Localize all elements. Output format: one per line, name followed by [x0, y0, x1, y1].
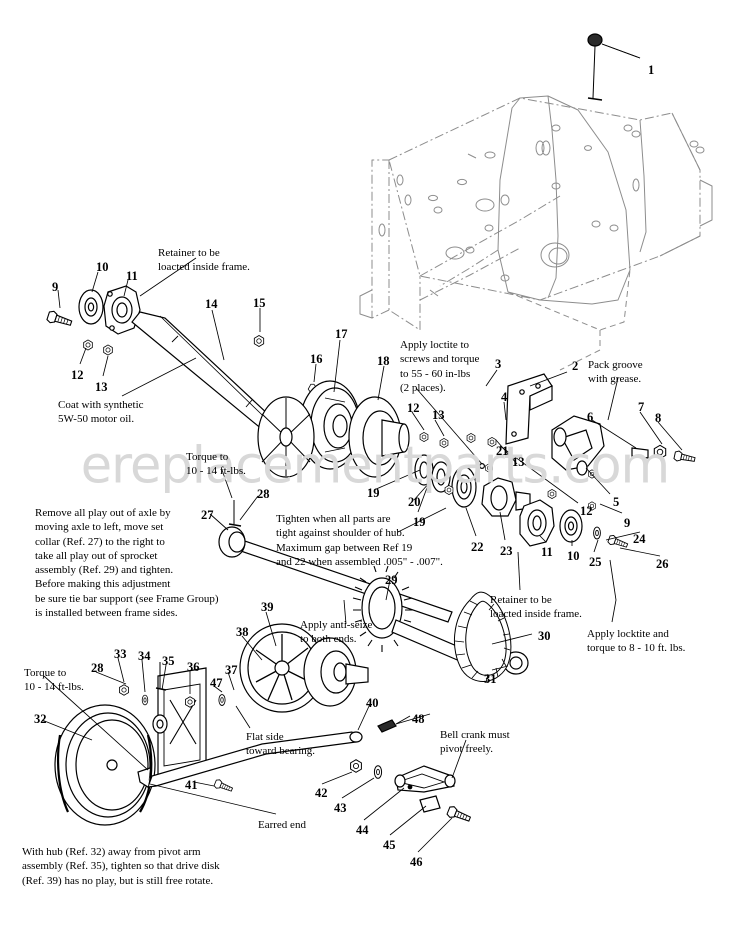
ref-number-25: 25 [589, 555, 602, 569]
ref-number-18: 18 [377, 354, 390, 368]
ref-number-41: 41 [185, 778, 198, 792]
loctite-screws-note: Apply loctite to screws and torque to 55… [400, 339, 480, 394]
ref-number-43: 43 [334, 801, 347, 815]
ref-number-13: 13 [512, 455, 525, 469]
ref-number-8: 8 [655, 411, 662, 425]
ref-number-14: 14 [205, 297, 218, 311]
ref-number-7: 7 [638, 400, 645, 414]
ref-number-1: 1 [648, 63, 655, 77]
ref-number-17: 17 [335, 327, 348, 341]
ref-number-19: 19 [413, 515, 426, 529]
bell-crank-note: Bell crank must pivot freely. [440, 729, 510, 756]
ref-number-27: 27 [201, 508, 214, 522]
retainer-note-lower: Retainer to be loacted inside frame. [490, 594, 582, 621]
ref-number-19: 19 [367, 486, 380, 500]
torque-10-14-note-upper: Torque to 10 - 14 ft-lbs. [186, 451, 246, 478]
ref-number-40: 40 [366, 696, 379, 710]
motor-oil-note: Coat with synthetic 5W-50 motor oil. [58, 399, 144, 426]
ref-number-9: 9 [52, 280, 59, 294]
ref-number-12: 12 [71, 368, 84, 382]
ref-number-46: 46 [410, 855, 423, 869]
ref-number-31: 31 [484, 672, 497, 686]
ref-number-28: 28 [257, 487, 270, 501]
ref-number-22: 22 [471, 540, 484, 554]
ref-number-9: 9 [624, 516, 631, 530]
torque-10-14-note-lower: Torque to 10 - 14 ft-lbs. [24, 667, 84, 694]
ref-number-45: 45 [383, 838, 396, 852]
ref-number-2: 2 [572, 359, 579, 373]
ref-number-5: 5 [613, 495, 620, 509]
ref-number-6: 6 [587, 410, 594, 424]
ref-number-11: 11 [541, 545, 553, 559]
ref-number-3: 3 [495, 357, 502, 371]
ref-number-4: 4 [501, 390, 508, 404]
ref-number-12: 12 [580, 504, 593, 518]
ref-number-26: 26 [656, 557, 669, 571]
ref-number-10: 10 [567, 549, 580, 563]
ref-number-29: 29 [385, 573, 398, 587]
ref-number-34: 34 [138, 649, 151, 663]
ref-number-36: 36 [187, 660, 200, 674]
ref-number-37: 37 [225, 663, 238, 677]
locktite-torque-note: Apply locktite and torque to 8 - 10 ft. … [587, 628, 686, 655]
ref-number-39: 39 [261, 600, 274, 614]
ref-number-13: 13 [432, 408, 445, 422]
ref-number-30: 30 [538, 629, 551, 643]
ref-number-12: 12 [407, 401, 420, 415]
pack-groove-note: Pack groove with grease. [588, 359, 643, 386]
ref-number-13: 13 [95, 380, 108, 394]
ref-number-21: 21 [496, 444, 509, 458]
ref-number-15: 15 [253, 296, 266, 310]
ref-number-47: 47 [210, 676, 223, 690]
ref-number-38: 38 [236, 625, 249, 639]
hub-pivot-arm-note: With hub (Ref. 32) away from pivot arm a… [22, 846, 220, 887]
ref-number-33: 33 [114, 647, 127, 661]
ref-number-44: 44 [356, 823, 369, 837]
ref-number-42: 42 [315, 786, 328, 800]
ref-number-16: 16 [310, 352, 323, 366]
ref-number-10: 10 [96, 260, 109, 274]
ref-number-24: 24 [633, 532, 646, 546]
earred-end-note: Earred end [258, 819, 306, 831]
ref-number-32: 32 [34, 712, 47, 726]
ref-number-35: 35 [162, 654, 175, 668]
anti-seize-note: Apply anti-seize to both ends. [300, 619, 373, 646]
ref-number-20: 20 [408, 495, 421, 509]
ref-number-11: 11 [126, 269, 138, 283]
ref-number-23: 23 [500, 544, 513, 558]
ref-number-28: 28 [91, 661, 104, 675]
flat-side-note: Flat side toward bearing. [246, 731, 316, 758]
ref-number-48: 48 [412, 712, 425, 726]
axle-play-note: Remove all play out of axle by moving ax… [35, 507, 219, 620]
tighten-shoulder-note: Tighten when all parts are tight against… [276, 513, 443, 568]
retainer-note-upper: Retainer to be loacted inside frame. [158, 247, 250, 274]
